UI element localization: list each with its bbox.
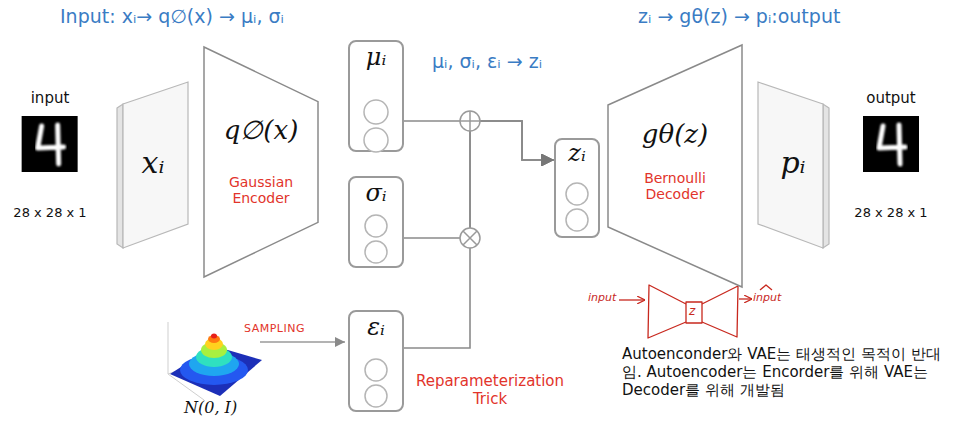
plus-circle	[460, 111, 480, 131]
node-title: xᵢ	[142, 146, 165, 181]
input-layer: xᵢ	[116, 80, 190, 250]
node-title: q∅(x)	[224, 116, 299, 146]
encoder-block: q∅(x) Gaussian Encoder	[203, 46, 319, 278]
plot-peak	[211, 334, 217, 339]
node-title: output	[866, 90, 915, 107]
node-shape	[7, 90, 92, 225]
bowtie-sketch	[619, 285, 772, 338]
decoder-block: gθ(z) Bernoulli Decoder	[607, 44, 743, 288]
node-caption: Bernoulli Decoder	[629, 170, 721, 202]
layer-side	[823, 104, 829, 248]
epsilon-vector: εᵢ	[348, 310, 404, 412]
node-title: zᵢ	[568, 140, 585, 168]
vector-unit	[365, 359, 387, 381]
note-text: Autoenconder와 VAE는 태생적인 목적이 반대임. Autoenc…	[622, 345, 956, 399]
vector-unit	[365, 215, 387, 237]
vector-unit	[364, 128, 388, 152]
digit-image	[863, 116, 919, 172]
formula-heading: zᵢ → gθ(z) → pᵢ:output	[638, 5, 840, 28]
times-sign	[463, 231, 477, 245]
sketch-latent	[686, 302, 702, 323]
vector-box	[349, 41, 403, 151]
times-operator	[460, 228, 480, 248]
node-title: μᵢ	[366, 44, 386, 72]
layer-side	[117, 104, 123, 248]
digit-stroke	[879, 125, 905, 164]
sketch-arrow	[739, 298, 752, 299]
vector-box	[349, 177, 403, 267]
vector-box	[555, 139, 599, 237]
distribution-label: N(0, I)	[184, 398, 237, 417]
plus-operator	[460, 111, 480, 131]
digit-stroke	[38, 125, 64, 164]
plus-sign	[460, 111, 480, 131]
trick-label: Reparameterization Trick	[405, 372, 575, 408]
sketch-label: z	[689, 304, 695, 318]
formula-heading: μᵢ, σᵢ, εᵢ → zᵢ	[432, 50, 542, 73]
sketch-label: input	[753, 291, 781, 304]
node-caption: 28 x 28 x 1	[854, 206, 927, 221]
times-circle	[460, 228, 480, 248]
sigma-vector: σᵢ	[348, 176, 404, 268]
output-image: output 28 x 28 x 1	[846, 90, 936, 225]
connector	[404, 121, 554, 238]
network-trapezoid	[204, 47, 318, 277]
output-layer: pᵢ	[756, 80, 830, 250]
digit-image	[22, 116, 78, 172]
sketch-decoder	[702, 286, 738, 337]
sketch-hat	[760, 285, 772, 290]
sketch-arrow	[619, 299, 645, 300]
vector-box	[349, 311, 403, 411]
vector-unit	[566, 183, 588, 205]
node-title: σᵢ	[365, 180, 386, 208]
node-shape	[203, 46, 319, 278]
node-title: pᵢ	[780, 146, 805, 181]
formula-heading: Input: xᵢ→ q∅(x) → μᵢ, σᵢ	[60, 5, 284, 28]
node-title: input	[31, 90, 70, 107]
vector-unit	[365, 241, 387, 263]
vector-unit	[365, 385, 387, 407]
node-title: εᵢ	[367, 314, 385, 342]
node-shape	[607, 44, 743, 288]
latent-vector: zᵢ	[554, 138, 600, 238]
node-shape	[846, 90, 936, 225]
connector	[404, 121, 554, 348]
layer-face	[758, 82, 823, 248]
node-caption: 28 x 28 x 1	[13, 206, 86, 221]
sampling-arrow	[260, 341, 345, 343]
sampling-label: SAMPLING	[244, 322, 305, 335]
sketch-label: input	[588, 291, 616, 304]
node-title: gθ(z)	[642, 120, 708, 150]
network-trapezoid	[608, 45, 742, 287]
sketch-encoder	[648, 285, 686, 338]
vector-unit	[364, 100, 388, 124]
layer-face	[123, 82, 188, 248]
input-image: input 28 x 28 x 1	[7, 90, 92, 225]
mean-vector: μᵢ	[348, 40, 404, 152]
node-caption: Gaussian Encoder	[215, 174, 307, 206]
vector-unit	[566, 209, 588, 231]
